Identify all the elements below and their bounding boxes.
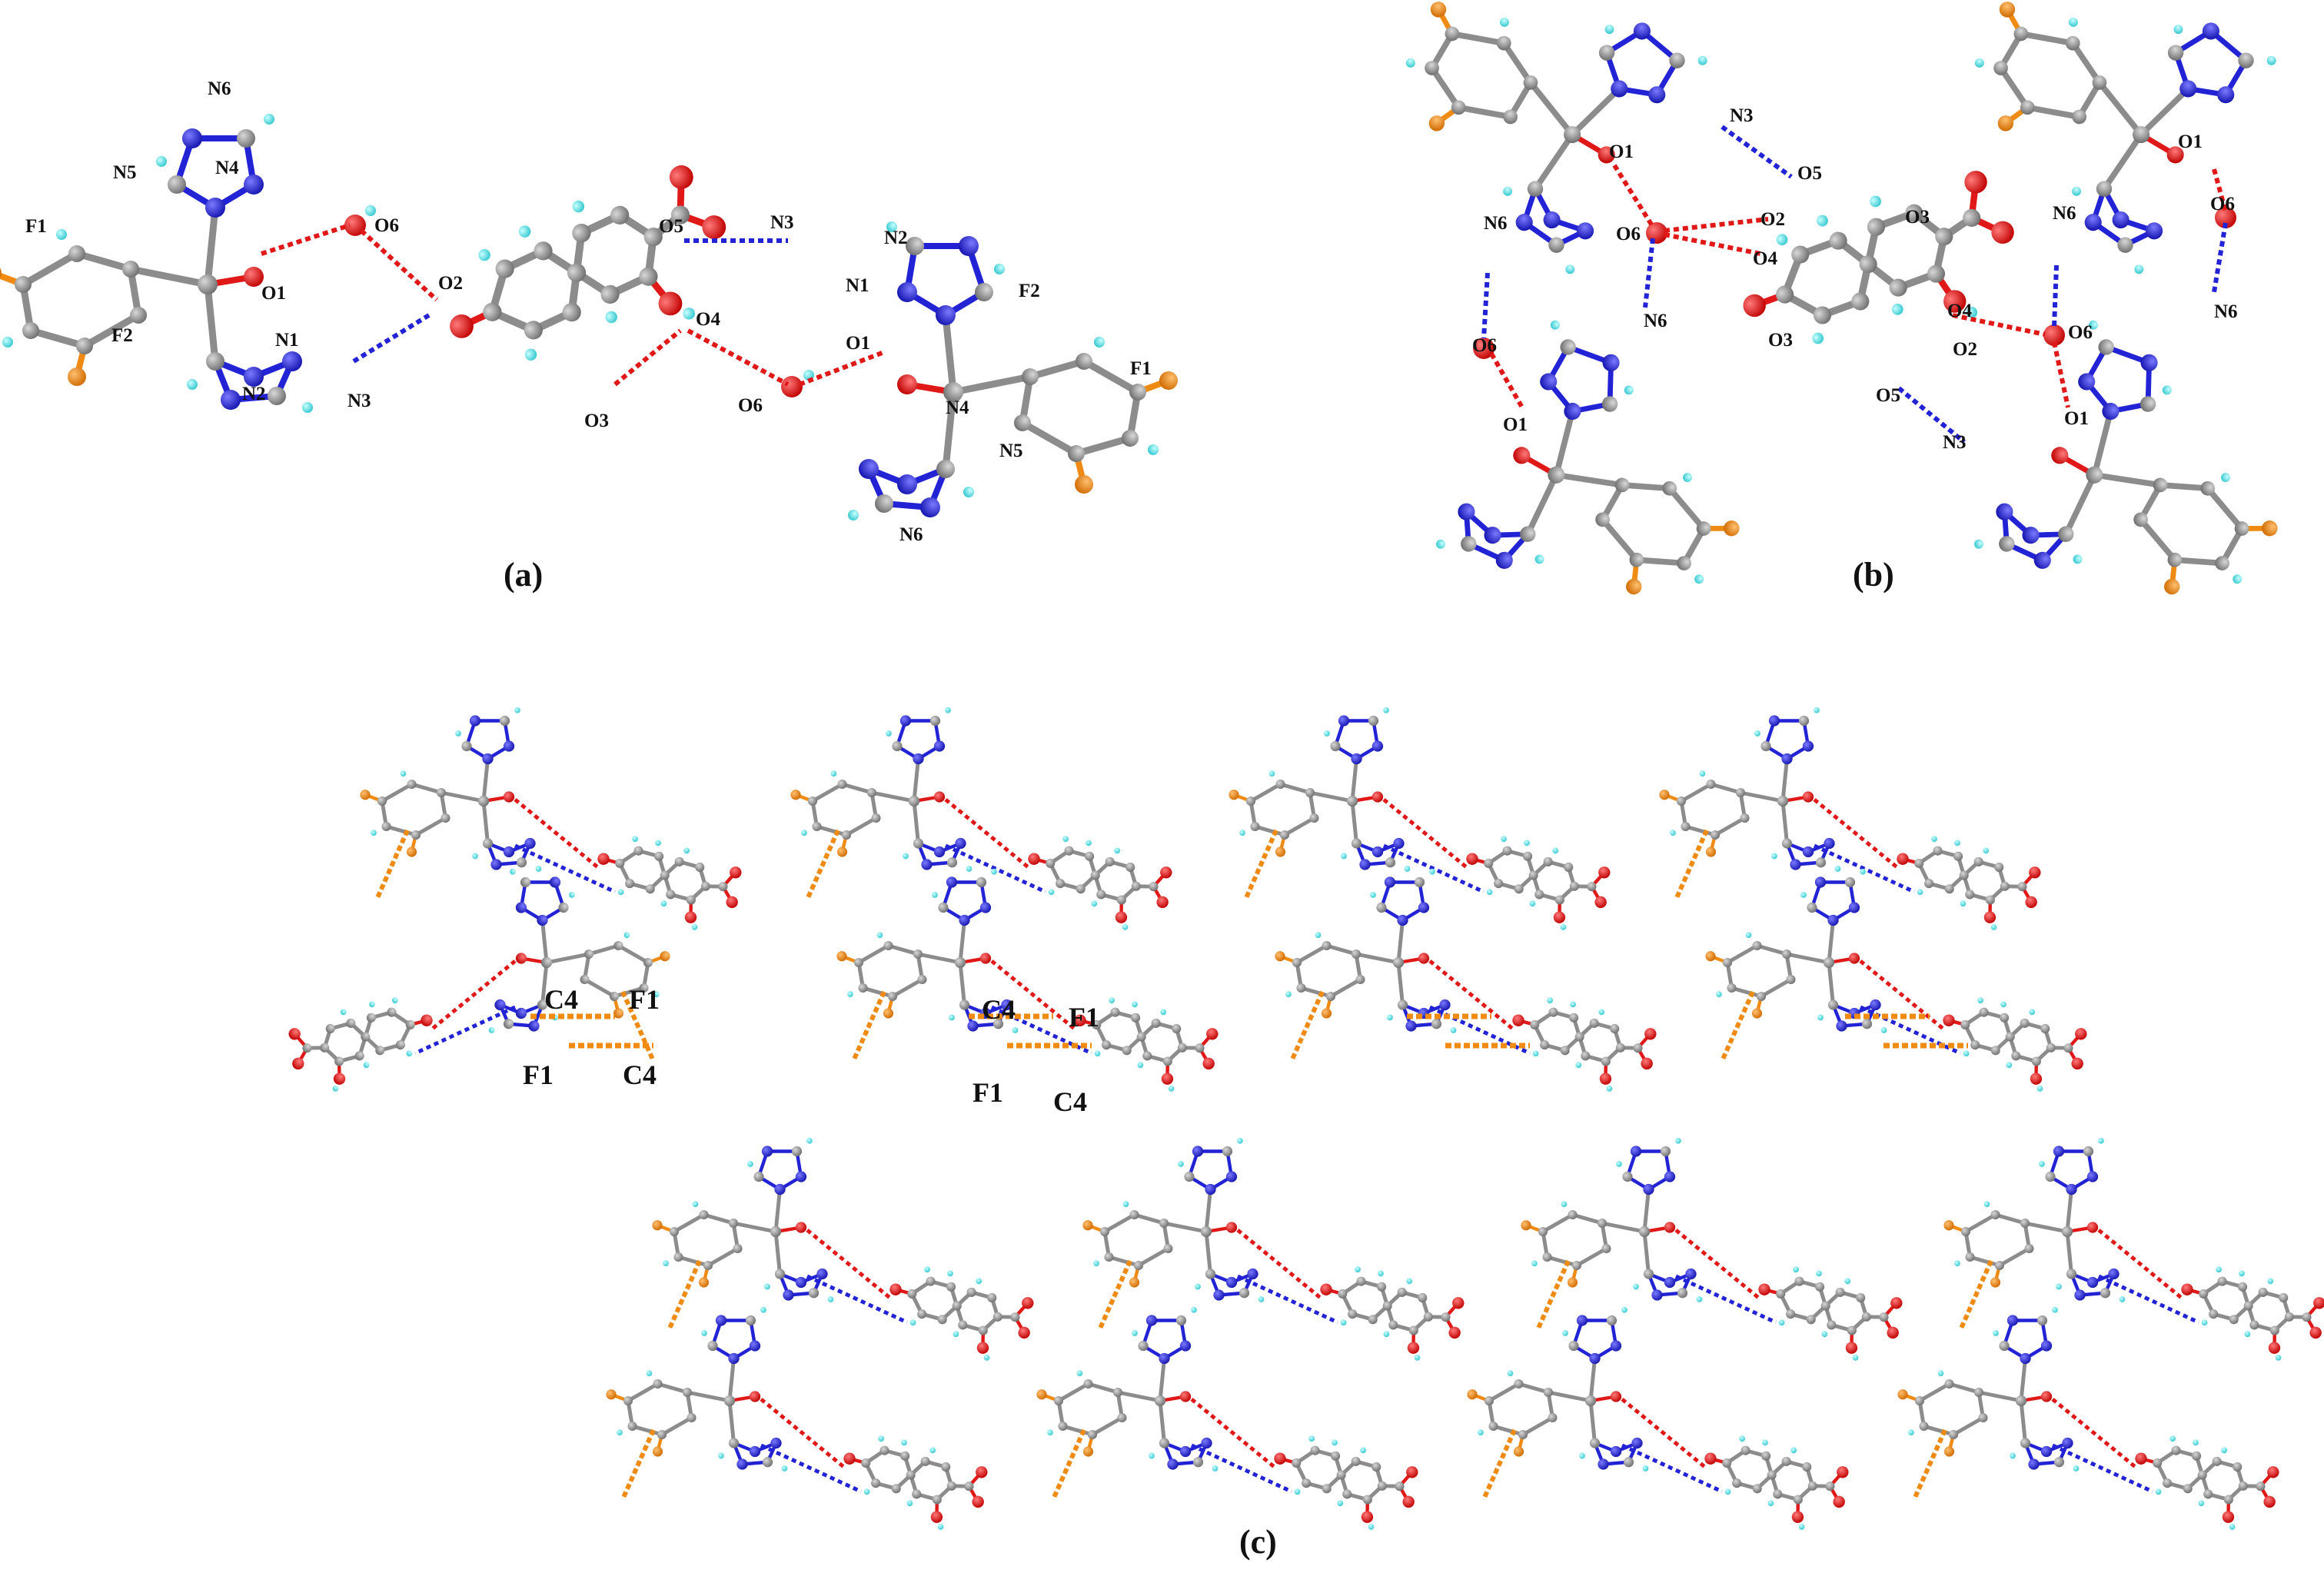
molecule-a-left (0, 114, 313, 413)
panel-a: N6 N5 N4 F1 O6 O1 O2 F2 N1 N2 N3 O3 O5 N… (0, 78, 1178, 594)
label-O2: O2 (438, 273, 463, 294)
packing-row-1 (360, 707, 2047, 939)
label-O4: O4 (1947, 301, 1972, 321)
label-O3: O3 (1905, 207, 1930, 228)
caption-b: (b) (1853, 556, 1894, 594)
label-O6: O6 (374, 215, 399, 236)
label-O1: O1 (2064, 408, 2089, 429)
label-N2: N2 (884, 228, 908, 248)
hbonds-b (1481, 125, 2228, 444)
label-F2: F2 (111, 325, 133, 346)
label-C4: C4 (623, 1059, 657, 1090)
label-N3: N3 (770, 212, 794, 233)
label-N6: N6 (208, 78, 231, 99)
label-N6: N6 (2214, 301, 2238, 322)
label-N6: N6 (1484, 213, 1508, 234)
label-F1: F1 (523, 1059, 554, 1090)
label-O1: O1 (846, 333, 870, 354)
molecule-a-right (848, 221, 1178, 520)
label-O1: O1 (1503, 414, 1528, 435)
packing-row-3 (652, 1138, 2324, 1370)
label-N6: N6 (899, 524, 923, 545)
label-O2: O2 (1953, 339, 1977, 360)
label-O3: O3 (1768, 330, 1793, 351)
label-N3: N3 (1730, 105, 1754, 126)
cf-contacts-c (530, 1013, 1968, 1049)
label-C4: C4 (982, 994, 1016, 1025)
panel-b: N3 O1 O5 N6 O6 O2 O4 O3 N6 O1 O6 N6 O6 N… (1356, 0, 2323, 643)
label-F1: F1 (25, 216, 47, 237)
label-N6: N6 (2053, 203, 2076, 224)
molecule-a-acid (424, 148, 756, 413)
molecule-b-topleft (1356, 0, 1734, 276)
label-N1: N1 (275, 330, 299, 351)
hbonds-a (261, 223, 886, 387)
label-O5: O5 (659, 216, 683, 237)
label-O5: O5 (1797, 163, 1822, 184)
label-O2: O2 (1760, 209, 1785, 230)
label-F1: F1 (972, 1077, 1003, 1108)
label-F1: F1 (629, 984, 660, 1015)
label-F1: F1 (1069, 1002, 1099, 1033)
label-O3: O3 (584, 411, 609, 431)
molecule-b-topright (1925, 0, 2303, 276)
label-O4: O4 (1753, 248, 1777, 269)
atom-labels-a: N6 N5 N4 F1 O6 O1 O2 F2 N1 N2 N3 O3 O5 N… (25, 78, 1152, 545)
label-N5: N5 (113, 162, 137, 183)
label-C4: C4 (544, 984, 578, 1015)
acid-b (1723, 155, 2037, 391)
caption-c: (c) (1239, 1523, 1277, 1561)
label-O1: O1 (1609, 141, 1634, 162)
label-C4: C4 (1053, 1086, 1087, 1117)
label-O1: O1 (2178, 131, 2203, 152)
label-F2: F2 (1019, 281, 1040, 301)
packing-row-4 (606, 1307, 2286, 1539)
label-O6: O6 (1616, 224, 1641, 244)
label-O6: O6 (2068, 322, 2093, 343)
label-O1: O1 (261, 283, 286, 304)
label-N3: N3 (347, 391, 371, 411)
label-O6: O6 (1472, 335, 1497, 356)
label-O6: O6 (738, 395, 763, 416)
panel-c: C4 F1 F1 C4 C4 F1 F1 C4 (c) (282, 707, 2324, 1561)
label-O5: O5 (1876, 385, 1900, 406)
label-N6: N6 (1644, 311, 1667, 331)
water-a (344, 205, 814, 397)
label-N4: N4 (215, 158, 239, 178)
label-N1: N1 (846, 275, 869, 296)
label-O4: O4 (696, 309, 720, 330)
atom-labels-c: C4 F1 F1 C4 C4 F1 F1 C4 (523, 984, 1099, 1117)
label-N5: N5 (999, 441, 1023, 461)
label-O6: O6 (2210, 194, 2235, 214)
label-N3: N3 (1943, 432, 1967, 453)
atom-labels-b: N3 O1 O5 N6 O6 O2 O4 O3 N6 O1 O6 N6 O6 N… (1472, 105, 2238, 453)
label-F1: F1 (1130, 358, 1152, 379)
molecule-b-botright (1973, 308, 2323, 643)
caption-a: (a) (504, 556, 543, 594)
label-N2: N2 (242, 384, 266, 404)
label-N4: N4 (946, 397, 969, 418)
